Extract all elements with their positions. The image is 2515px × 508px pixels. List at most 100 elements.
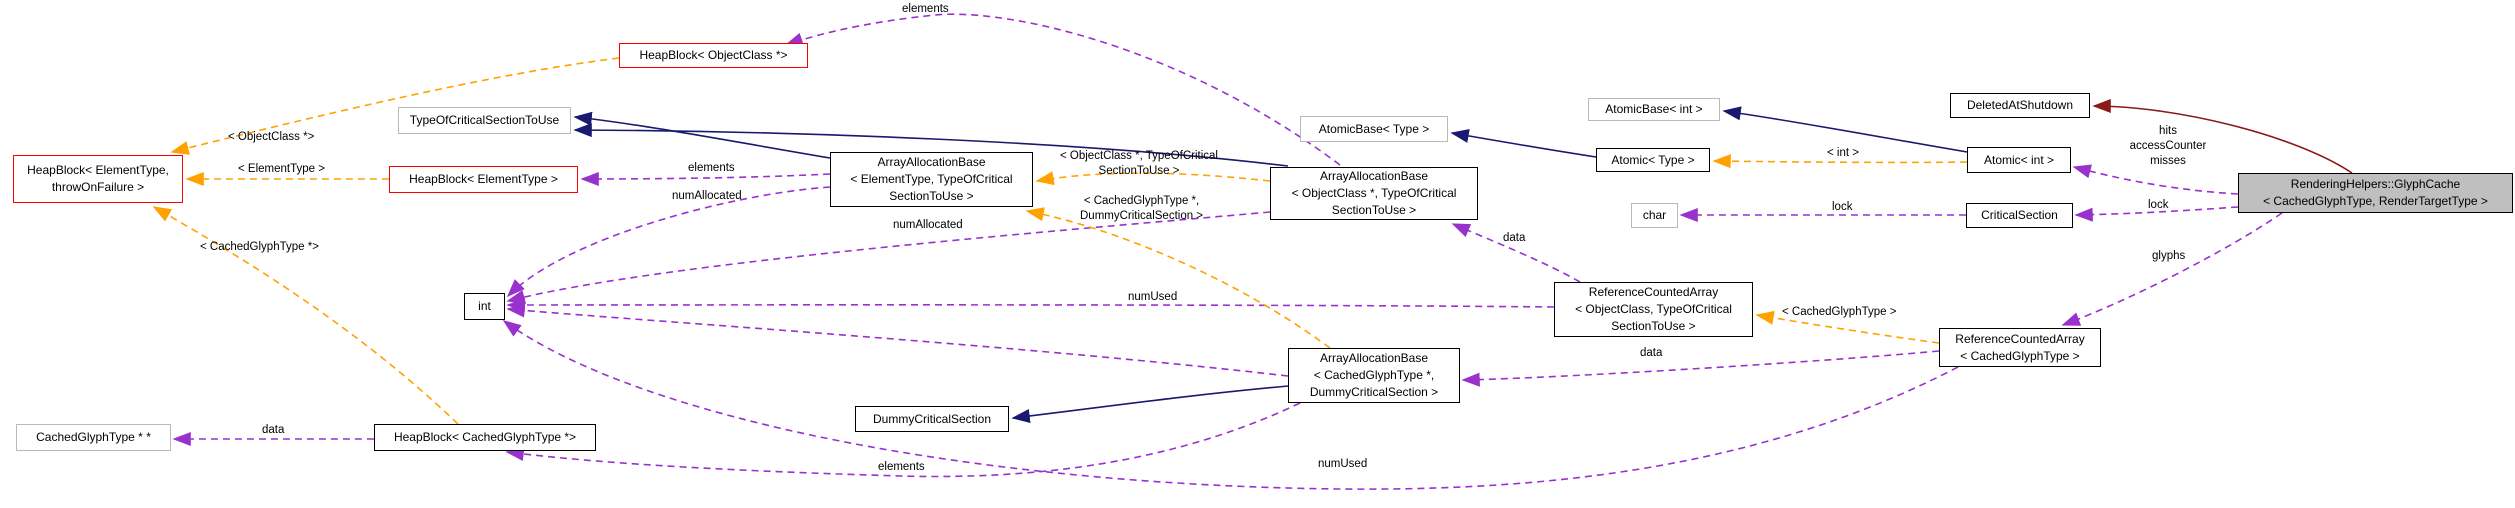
- node-int-line: int: [478, 299, 491, 313]
- node-dummycriticalsection[interactable]: DummyCriticalSection: [855, 406, 1009, 432]
- node-typeofcriticalsectiontouse[interactable]: TypeOfCriticalSectionToUse: [398, 107, 571, 134]
- lbl-data-1: data: [1503, 231, 1525, 246]
- lbl-data-3: data: [262, 423, 284, 438]
- node-heapblock-elementtype-line: HeapBlock< ElementType >: [409, 172, 558, 186]
- node-typeofcriticalsectiontouse-line: TypeOfCriticalSectionToUse: [409, 113, 560, 127]
- node-referencecountedarray-objectclass-line: ReferenceCountedArray: [1588, 285, 1719, 299]
- node-referencecountedarray-cachedglyphtype[interactable]: ReferenceCountedArray< CachedGlyphType >: [1939, 328, 2101, 367]
- lbl-int-tmpl: < int >: [1827, 146, 1859, 161]
- lbl-cachedglyph-dummy-tmpl: < CachedGlyphType *,DummyCriticalSection…: [1080, 194, 1203, 224]
- lbl-numused-1: numUsed: [1128, 290, 1177, 305]
- lbl-int-tmpl-line: < int >: [1827, 147, 1859, 159]
- node-deletedatshutdown[interactable]: DeletedAtShutdown: [1950, 93, 2090, 118]
- lbl-numallocated-1-line: numAllocated: [672, 190, 742, 202]
- lbl-objectclass-section-tmpl-line: < ObjectClass *, TypeOfCritical: [1060, 150, 1218, 162]
- edge-tmpl-objectclass: [170, 57, 620, 155]
- lbl-numused-1-line: numUsed: [1128, 291, 1178, 303]
- edge-elements-mid: [580, 171, 831, 187]
- node-arrayallocationbase-objectclass-line: < ObjectClass *, TypeOfCritical: [1291, 186, 1457, 200]
- lbl-lock-2: lock: [2148, 198, 2168, 213]
- edge-numused-1: [506, 297, 1555, 313]
- node-atomicbase-int-line: AtomicBase< int >: [1605, 102, 1703, 116]
- node-renderinghelpers-glyphcache-line: < CachedGlyphType, RenderTargetType >: [2263, 194, 2488, 208]
- node-arrayallocationbase-elementtype-line: ArrayAllocationBase: [877, 155, 986, 169]
- node-referencecountedarray-objectclass[interactable]: ReferenceCountedArray < ObjectClass, Type…: [1554, 282, 1753, 337]
- node-criticalsection-line: CriticalSection: [1981, 208, 2058, 222]
- node-atomicbase-int[interactable]: AtomicBase< int >: [1588, 98, 1720, 121]
- node-renderinghelpers-glyphcache[interactable]: RenderingHelpers::GlyphCache< CachedGlyp…: [2238, 173, 2513, 213]
- lbl-data-2: data: [1640, 346, 1662, 361]
- edge-inherit-glyphcache-das: [2092, 98, 2353, 174]
- node-heapblock-objectclass-ptr-line: HeapBlock< ObjectClass *>: [639, 48, 788, 62]
- edge-inherit-array1-tocs: [573, 111, 831, 159]
- node-heapblock-cachedglyphtype-ptr[interactable]: HeapBlock< CachedGlyphType *>: [374, 424, 596, 451]
- node-atomicbase-type[interactable]: AtomicBase< Type >: [1300, 116, 1448, 142]
- edge-glyphs: [2061, 212, 2283, 326]
- lbl-elements-top-line: elements: [902, 3, 949, 15]
- node-atomic-type-line: Atomic< Type >: [1611, 152, 1695, 167]
- lbl-elements-bot: elements: [878, 460, 925, 475]
- node-heapblock-elementtype-throwonfailure[interactable]: HeapBlock< ElementType,throwOnFailure >: [13, 155, 183, 203]
- lbl-glyphs-line: glyphs: [2152, 250, 2186, 262]
- node-atomicbase-type-line: AtomicBase< Type >: [1318, 121, 1430, 136]
- lbl-numallocated-2-line: numAllocated: [893, 219, 963, 231]
- node-criticalsection[interactable]: CriticalSection: [1966, 203, 2073, 228]
- lbl-cachedglyph-dummy-tmpl-line: DummyCriticalSection >: [1080, 210, 1204, 222]
- edge-inherit-atomic-type: [1450, 128, 1597, 158]
- lbl-elementtype-tmpl-line: < ElementType >: [238, 163, 325, 175]
- edge-hits-accesscounter-misses: [2072, 164, 2239, 195]
- edge-elements-top: [784, 13, 1341, 166]
- lbl-objectclass-tmpl-line: < ObjectClass *>: [228, 131, 315, 143]
- node-arrayallocationbase-cachedglyphtype[interactable]: ArrayAllocationBase< CachedGlyphType *,D…: [1288, 348, 1460, 403]
- node-arrayallocationbase-cachedglyphtype-line: < CachedGlyphType *,: [1313, 368, 1435, 382]
- lbl-cachedglyphtype-tmpl-line: < CachedGlyphType >: [1782, 306, 1897, 318]
- node-heapblock-objectclass-ptr[interactable]: HeapBlock< ObjectClass *>: [619, 43, 808, 68]
- lbl-data-1-line: data: [1503, 232, 1526, 244]
- lbl-cachedglyphtype-ptr-tmpl: < CachedGlyphType *>: [200, 240, 319, 255]
- node-atomic-type[interactable]: Atomic< Type >: [1596, 148, 1710, 172]
- node-heapblock-cachedglyphtype-ptr-line: HeapBlock< CachedGlyphType *>: [393, 430, 577, 444]
- node-arrayallocationbase-elementtype-line: SectionToUse >: [889, 189, 974, 203]
- node-cachedglyphtype-ptr-ptr-line: CachedGlyphType * *: [36, 430, 151, 444]
- lbl-numallocated-1: numAllocated: [672, 189, 742, 204]
- node-arrayallocationbase-elementtype[interactable]: ArrayAllocationBase < ElementType, TypeOf…: [830, 152, 1033, 207]
- lbl-cachedglyphtype-ptr-tmpl-line: < CachedGlyphType *>: [200, 241, 319, 253]
- edge-data-1: [1451, 223, 1581, 283]
- node-char[interactable]: char: [1631, 203, 1678, 228]
- edge-inherit-array3-dummy: [1011, 385, 1289, 423]
- node-arrayallocationbase-objectclass-line: SectionToUse >: [1331, 203, 1417, 217]
- edge-data-2: [1461, 350, 1940, 387]
- node-cachedglyphtype-ptr-ptr[interactable]: CachedGlyphType * *: [16, 424, 171, 451]
- edge-numused-bot: [502, 320, 1959, 490]
- node-atomic-int-line: Atomic< int >: [1983, 152, 2055, 167]
- edge-elements-bot: [505, 402, 1301, 478]
- edge-tmpl-cachedglyphtype: [1755, 310, 1940, 344]
- lbl-elements-top: elements: [902, 2, 949, 17]
- edge-tmpl-cachedglyph-ptr: [152, 206, 459, 425]
- edge-inherit-atomic-int: [1722, 106, 1968, 153]
- edge-tmpl-cachedglyph-dummy: [1025, 207, 1331, 349]
- node-deletedatshutdown-line: DeletedAtShutdown: [1966, 98, 2074, 112]
- node-atomic-int[interactable]: Atomic< int >: [1967, 147, 2071, 173]
- node-referencecountedarray-objectclass-line: < ObjectClass, TypeOfCritical: [1575, 302, 1732, 316]
- node-referencecountedarray-objectclass-line: SectionToUse >: [1611, 319, 1696, 333]
- edge-numallocated-3: [506, 303, 1289, 377]
- lbl-cachedglyphtype-tmpl: < CachedGlyphType >: [1782, 305, 1896, 320]
- edge-numallocated-2: [506, 211, 1271, 304]
- lbl-elements-bot-line: elements: [878, 461, 925, 473]
- node-dummycriticalsection-line: DummyCriticalSection: [872, 411, 992, 426]
- lbl-lock-2-line: lock: [2148, 199, 2169, 211]
- node-int[interactable]: int: [464, 293, 505, 320]
- node-arrayallocationbase-objectclass[interactable]: ArrayAllocationBase< ObjectClass *, Type…: [1270, 167, 1478, 220]
- lbl-lock-1-line: lock: [1832, 201, 1853, 213]
- node-renderinghelpers-glyphcache-line: RenderingHelpers::GlyphCache: [2290, 177, 2461, 191]
- lbl-data-3-line: data: [262, 424, 285, 436]
- node-heapblock-elementtype[interactable]: HeapBlock< ElementType >: [389, 166, 578, 193]
- node-arrayallocationbase-elementtype-line: < ElementType, TypeOfCritical: [850, 172, 1013, 186]
- lbl-lock-1: lock: [1832, 200, 1852, 215]
- node-arrayallocationbase-cachedglyphtype-line: ArrayAllocationBase: [1319, 351, 1429, 365]
- lbl-glyphs: glyphs: [2152, 249, 2185, 264]
- edge-tmpl-objectclass-section: [1035, 171, 1271, 186]
